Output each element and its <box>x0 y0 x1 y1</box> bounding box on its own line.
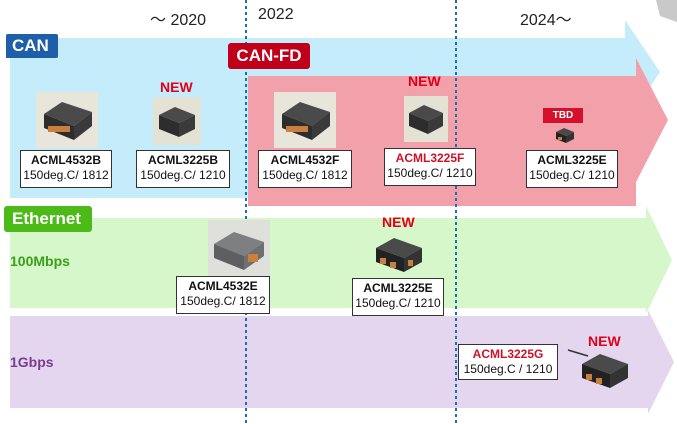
part-number: ACML4532E <box>188 279 258 293</box>
part-spec: 150deg.C / 1210 <box>463 362 553 376</box>
chip-image-acml4532b <box>36 92 98 148</box>
product-card-acml3225e-can: ACML3225E 150deg.C/ 1210 <box>526 150 618 188</box>
part-spec: 150deg.C/ 1812 <box>180 294 266 308</box>
new-tag-acml3225f: NEW <box>408 73 441 89</box>
part-number: ACML3225E <box>363 281 433 295</box>
tbd-tag: TBD <box>543 108 583 123</box>
part-number: ACML3225B <box>147 153 219 167</box>
lane-label-100mbps: 100Mbps <box>10 253 70 269</box>
ethernet-1gbps-lane-arrow <box>10 310 674 414</box>
canfd-badge: CAN-FD <box>228 43 310 69</box>
part-number: ACML3225G <box>472 347 544 361</box>
chip-image-acml3225f <box>404 96 448 142</box>
part-spec: 150deg.C/ 1210 <box>387 166 473 180</box>
product-card-acml3225b: ACML3225B 150deg.C/ 1210 <box>136 150 230 188</box>
chip-image-acml3225e-eth <box>376 238 422 272</box>
part-spec: 150deg.C/ 1210 <box>140 168 226 182</box>
new-tag-acml3225e-eth: NEW <box>382 214 415 230</box>
year-label-2022: 2022 <box>258 6 294 23</box>
chip-image-acml4532e <box>208 220 270 276</box>
product-card-acml4532f: ACML4532F 150deg.C/ 1812 <box>258 150 352 188</box>
part-number: ACML3225F <box>395 151 465 165</box>
part-spec: 150deg.C/ 1812 <box>23 168 109 182</box>
product-card-acml4532b: ACML4532B 150deg.C/ 1812 <box>20 150 112 188</box>
product-card-acml3225e-eth: ACML3225E 150deg.C/ 1210 <box>352 278 444 316</box>
chip-image-acml3225e-can <box>556 128 574 143</box>
part-spec: 150deg.C/ 1812 <box>262 168 348 182</box>
part-spec: 150deg.C/ 1210 <box>355 296 441 310</box>
new-tag-acml3225b: NEW <box>160 79 193 95</box>
new-tag-acml3225g: NEW <box>588 333 621 349</box>
part-spec: 150deg.C/ 1210 <box>529 168 615 182</box>
lane-label-1gbps: 1Gbps <box>10 354 54 370</box>
ethernet-100mbps-lane-arrow <box>10 206 672 314</box>
year-label-2020: ～ 2020 <box>150 12 207 29</box>
product-card-acml3225g: ACML3225G 150deg.C / 1210 <box>458 344 558 380</box>
part-number: ACML3225E <box>537 153 607 167</box>
part-number: ACML4532F <box>270 153 340 167</box>
chip-image-acml3225g <box>567 349 628 388</box>
can-badge: CAN <box>6 34 58 58</box>
ethernet-badge: Ethernet <box>4 206 92 232</box>
year-label-2024: 2024～ <box>520 12 572 29</box>
product-card-acml3225f: ACML3225F 150deg.C/ 1210 <box>384 148 476 186</box>
part-number: ACML4532B <box>30 153 102 167</box>
corner-decoration <box>656 0 677 22</box>
chip-image-acml4532f <box>274 92 336 148</box>
product-card-acml4532e: ACML4532E 150deg.C/ 1812 <box>176 276 270 314</box>
chip-image-acml3225b <box>153 97 201 145</box>
